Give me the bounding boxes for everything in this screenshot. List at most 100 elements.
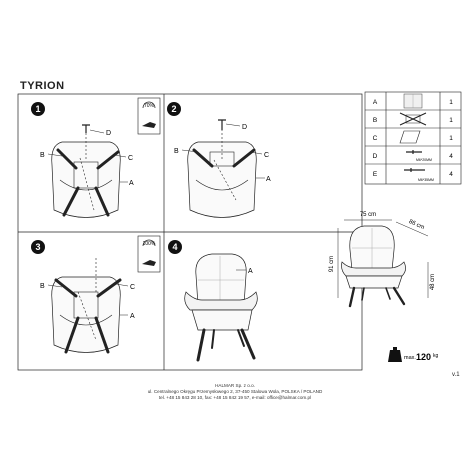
leader-c: [115, 283, 129, 287]
seat-edge: [59, 179, 113, 191]
leg-back-right: [237, 329, 245, 347]
label-d: D: [106, 130, 111, 137]
leg-back-right: [232, 148, 256, 168]
step-3-badge: [31, 240, 45, 254]
max-load-value: 120: [416, 352, 431, 362]
part-d-bolt-icon: [406, 150, 422, 154]
footer-company: HALMAR Sp. z o.o.: [215, 383, 255, 388]
torque-percent: 70%: [144, 103, 155, 109]
leg-back-left: [56, 148, 78, 170]
footer-address: ul. Centralnego Okręgu Przemysłowego 2, …: [147, 389, 323, 394]
width-dim: 75 cm: [360, 212, 376, 218]
chair-backrest: [195, 253, 247, 306]
part-qty: 1: [449, 135, 453, 142]
label-c: C: [264, 152, 269, 159]
footer-contact: tel. +48 15 843 28 10, fax: +48 15 842 1…: [158, 395, 312, 400]
seat-frame: [73, 161, 99, 189]
torque-icon-box: [137, 97, 161, 135]
bolt-icon: [82, 124, 90, 133]
step-4-badge: [168, 240, 182, 254]
leg-back-right: [96, 278, 122, 298]
max-load-prefix: max.: [404, 355, 416, 361]
label-b: B: [40, 152, 45, 159]
leader-c: [113, 154, 127, 158]
leader-c: [249, 151, 263, 155]
label-c: C: [130, 284, 135, 291]
parts-table: A 1 B 1 C 1 D 4 E 4 M6*20MM M6*35MM: [364, 91, 462, 185]
label-a: A: [266, 176, 271, 183]
leg-front-right: [240, 328, 256, 360]
leader-b: [47, 153, 63, 157]
step-4: 4 A: [168, 240, 258, 362]
hand-icon: [142, 260, 156, 266]
leg-front-right: [94, 316, 110, 354]
part-e-bolt-icon: [404, 168, 425, 172]
label-d: D: [242, 124, 247, 131]
step-3-number: 3: [35, 242, 40, 252]
part-qty: 1: [449, 99, 453, 106]
torque-icon-box: [137, 235, 161, 273]
part-qty: 4: [449, 171, 453, 178]
screw-guide-diag: [79, 157, 95, 211]
part-b-frame-icon: [405, 114, 421, 124]
part-qty: 1: [449, 117, 453, 124]
height-dim: 91 cm: [329, 256, 335, 272]
screw-guide-diag: [77, 291, 97, 341]
step-2-badge: [167, 102, 181, 116]
leg-front-left: [62, 186, 80, 217]
hand-icon: [142, 122, 156, 128]
step-1: 1 70% D B C A: [31, 97, 161, 218]
leg-front-right: [392, 286, 406, 306]
depth-dim-line: [395, 221, 429, 237]
label-c: C: [128, 155, 133, 162]
leader-b: [181, 149, 199, 153]
step-2-number: 2: [171, 104, 176, 114]
label-a: A: [129, 180, 134, 187]
part-spec: M6*35MM: [418, 178, 434, 182]
part-letter: C: [373, 135, 378, 142]
leg-front-right: [94, 186, 110, 217]
chair-seat: [345, 275, 403, 289]
part-letter: D: [373, 153, 378, 160]
depth-dim: 86 cm: [408, 219, 425, 231]
label-b: B: [174, 148, 179, 155]
max-load: max. 120 kg: [388, 347, 439, 362]
parts-table-frame: [364, 91, 462, 185]
step-4-number: 4: [172, 242, 177, 252]
dimension-drawing: 75 cm 86 cm 91 cm 48 cm: [329, 212, 436, 308]
chair-seat: [191, 309, 253, 331]
label-a: A: [130, 313, 135, 320]
leg-back-left: [192, 148, 214, 168]
torque-percent: 100%: [143, 241, 156, 247]
label-a: A: [248, 268, 253, 275]
leg-front-left: [348, 286, 356, 308]
leader-d: [225, 123, 241, 127]
leg-front-left: [196, 328, 206, 362]
step-1-badge: [31, 102, 45, 116]
rotate-arrow-icon: [142, 239, 156, 247]
seat-frame: [73, 291, 99, 319]
part-b-legs-icon: [399, 112, 427, 126]
seat-edge: [195, 179, 249, 191]
max-load-unit: kg: [433, 353, 439, 359]
chair-underside: [51, 276, 121, 353]
part-letter: B: [373, 117, 377, 124]
chair-armrests: [341, 261, 406, 277]
part-spec: M6*20MM: [416, 158, 432, 162]
step-1-number: 1: [35, 104, 40, 114]
seat-frame: [209, 151, 235, 167]
chair-armrests: [184, 291, 258, 311]
step-3: 3 100% B C A: [31, 235, 161, 354]
leg-front-left: [64, 316, 80, 354]
part-qty: 4: [449, 153, 453, 160]
leader-d: [89, 129, 105, 134]
part-c-plate-icon: [399, 130, 421, 144]
product-title: TYRION: [20, 80, 65, 92]
leg-back-right: [385, 287, 391, 300]
version-label: v.1: [452, 372, 460, 378]
label-b: B: [40, 283, 45, 290]
leg-back-right: [96, 150, 120, 170]
weight-icon: [388, 350, 402, 362]
part-letter: A: [373, 99, 378, 106]
